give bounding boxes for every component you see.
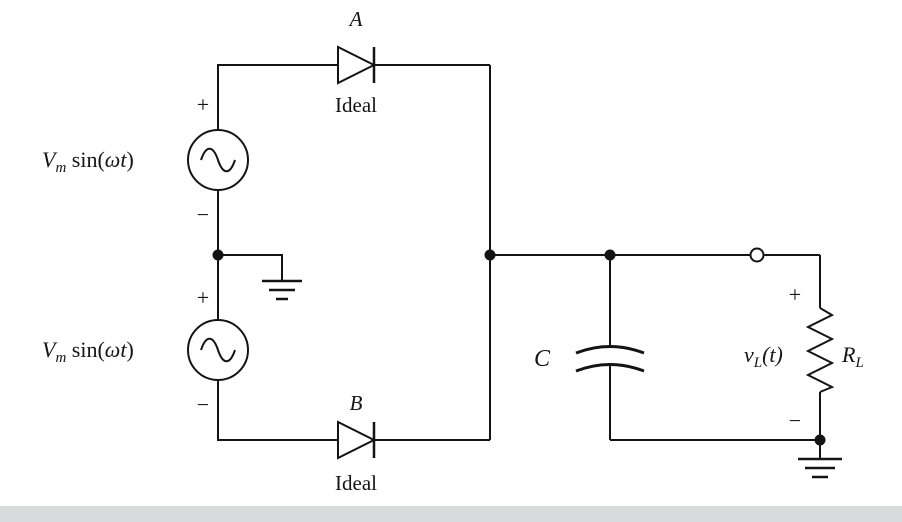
source-top-minus-sign: − bbox=[197, 202, 209, 227]
capacitor-label: C bbox=[534, 346, 551, 372]
open-terminal-node bbox=[749, 247, 765, 263]
sine-wave-icon bbox=[200, 337, 236, 363]
footer-strip bbox=[0, 506, 902, 522]
diode-b-triangle-icon bbox=[337, 420, 377, 460]
wire-centertap-ground bbox=[218, 254, 283, 281]
junction-dot bbox=[814, 434, 826, 446]
load-plus-sign: + bbox=[789, 282, 801, 307]
source-bottom-minus-sign: − bbox=[197, 392, 209, 417]
source-top-label: Vm sin(ωt) bbox=[42, 147, 134, 176]
junction-dot bbox=[604, 249, 616, 261]
capacitor-top-plate bbox=[575, 345, 645, 355]
capacitor-bottom-plate bbox=[575, 363, 645, 373]
wire-bottom-branch bbox=[217, 380, 490, 441]
diode-b-name: B bbox=[350, 391, 363, 415]
wires bbox=[217, 64, 821, 459]
diode-a-type: Ideal bbox=[335, 93, 377, 117]
junction-dot bbox=[484, 249, 496, 261]
junction-dot bbox=[212, 249, 224, 261]
wire-top-branch bbox=[217, 64, 490, 130]
diode-b bbox=[337, 420, 377, 460]
source-top bbox=[187, 129, 249, 191]
ground-centertap-icon bbox=[262, 279, 302, 301]
capacitor bbox=[575, 345, 645, 373]
load-minus-sign: − bbox=[789, 408, 801, 433]
sine-wave-icon bbox=[200, 147, 236, 173]
diode-a bbox=[337, 45, 377, 85]
diode-a-name: A bbox=[348, 7, 363, 31]
load-voltage-label: vL(t) bbox=[744, 342, 783, 371]
source-bottom-plus-sign: + bbox=[197, 285, 209, 310]
source-bottom-label: Vm sin(ωt) bbox=[42, 337, 134, 366]
source-bottom bbox=[187, 319, 249, 381]
resistor-zigzag-icon bbox=[805, 307, 835, 393]
source-top-plus-sign: + bbox=[197, 92, 209, 117]
diode-a-triangle-icon bbox=[337, 45, 377, 85]
load-resistor-label: RL bbox=[841, 342, 864, 371]
ground-load-icon bbox=[798, 457, 842, 479]
diode-b-type: Ideal bbox=[335, 471, 377, 495]
